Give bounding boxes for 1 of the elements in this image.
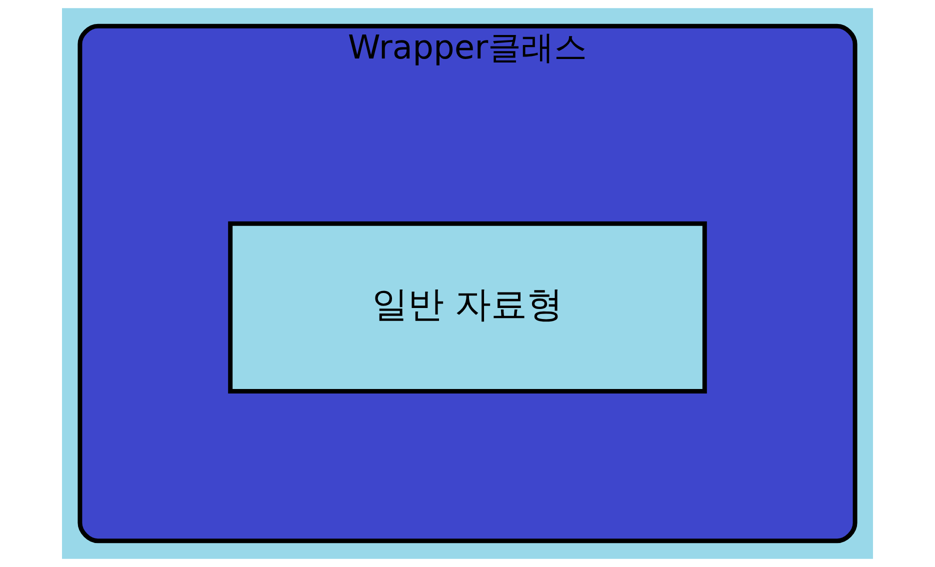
node-box: 일반 자료형: [228, 221, 707, 394]
